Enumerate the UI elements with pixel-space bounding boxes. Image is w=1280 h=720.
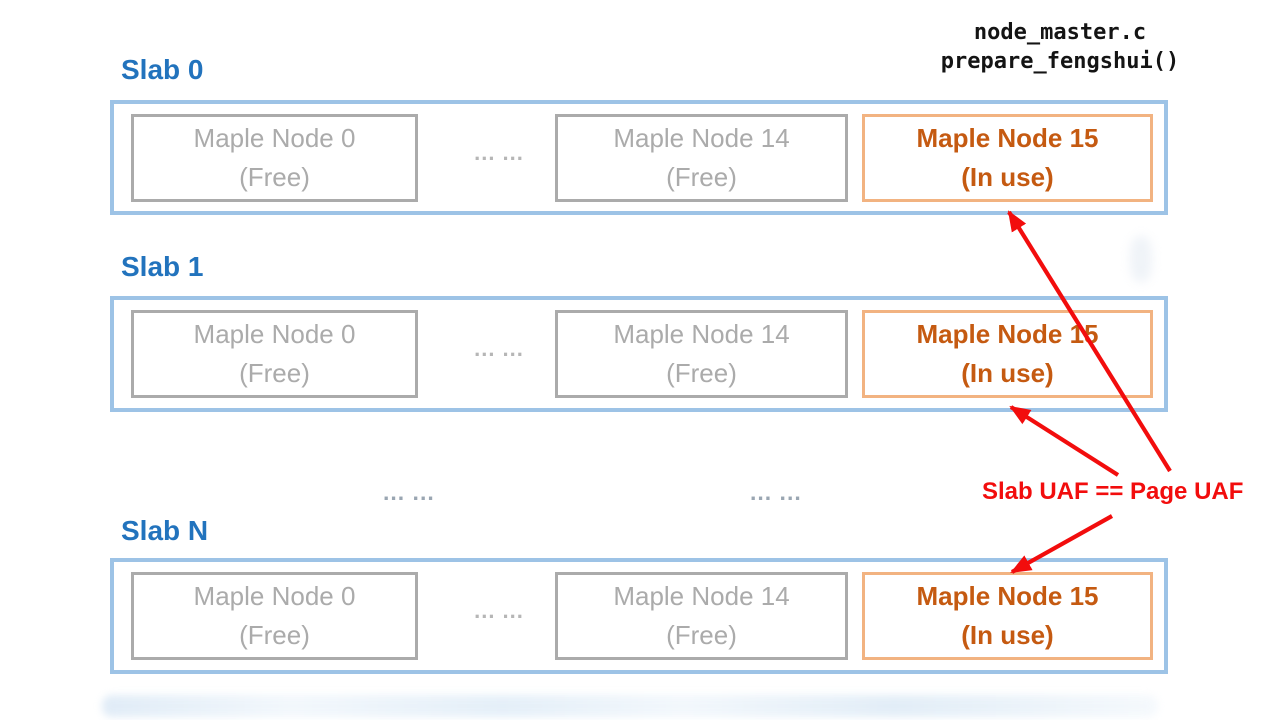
slab-0-inner-ellipsis: ... ... [474,140,524,165]
slab-n-node-0: Maple Node 0 (Free) [131,572,418,660]
slab-0-node-0: Maple Node 0 (Free) [131,114,418,202]
slab-1-inner-ellipsis: ... ... [474,336,524,361]
node-label-line2: (Free) [666,358,737,388]
slab-n-container: Maple Node 0 (Free) ... ... Maple Node 1… [110,558,1168,674]
node-label-line1: Maple Node 0 [193,581,356,611]
slab-n-inner-ellipsis: ... ... [474,598,524,623]
node-label-line2: (In use) [961,620,1054,650]
node-label-line2: (Free) [666,162,737,192]
slab-n-node-15: Maple Node 15 (In use) [862,572,1153,660]
node-label-line2: (Free) [239,162,310,192]
slab-0-node-14: Maple Node 14 (Free) [555,114,848,202]
node-label-line1: Maple Node 15 [916,581,1099,611]
between-slabs-ellipsis-right: ... ... [750,479,802,505]
bottom-fade-artifact [102,695,1158,717]
slab-n-node-14: Maple Node 14 (Free) [555,572,848,660]
slab-1-node-14: Maple Node 14 (Free) [555,310,848,398]
node-label-line1: Maple Node 14 [613,319,790,349]
node-label-line2: (Free) [239,358,310,388]
slab-0-node-15: Maple Node 15 (In use) [862,114,1153,202]
node-label-line2: (Free) [666,620,737,650]
slab-0-title: Slab 0 [121,54,204,85]
node-label-line1: Maple Node 0 [193,123,356,153]
uaf-arrow-to-slab1-node15 [1009,405,1120,477]
slab-1-node-0: Maple Node 0 (Free) [131,310,418,398]
node-label-line2: (In use) [961,358,1054,388]
node-label-line2: (In use) [961,162,1054,192]
slab-n-title: Slab N [121,515,209,546]
node-label-line1: Maple Node 15 [916,123,1099,153]
between-slabs-ellipsis-left: ... ... [383,479,435,505]
code-reference: node_master.c prepare_fengshui() [928,18,1192,76]
node-label-line1: Maple Node 0 [193,319,356,349]
code-function-label: prepare_fengshui() [940,49,1180,74]
slab-1-container: Maple Node 0 (Free) ... ... Maple Node 1… [110,296,1168,412]
code-file-label: node_master.c [973,20,1147,45]
node-label-line2: (Free) [239,620,310,650]
node-label-line1: Maple Node 14 [613,123,790,153]
node-label-line1: Maple Node 14 [613,581,790,611]
slab-1-title: Slab 1 [121,251,204,282]
node-label-line1: Maple Node 15 [916,319,1099,349]
uaf-annotation-label: Slab UAF == Page UAF [982,478,1244,505]
slab-1-node-15: Maple Node 15 (In use) [862,310,1153,398]
side-smudge-artifact [1130,236,1152,282]
slab-0-container: Maple Node 0 (Free) ... ... Maple Node 1… [110,100,1168,215]
